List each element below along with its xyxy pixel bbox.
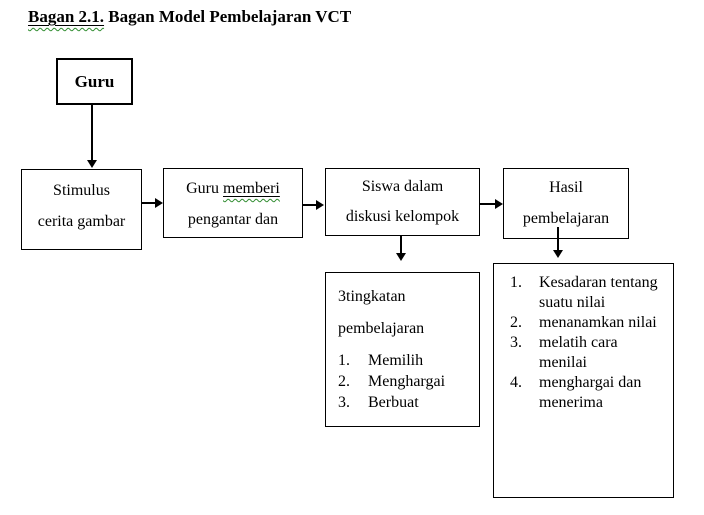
arrow-shaft [303,204,316,206]
node-tingkatan-heading-line2: pembelajaran [338,320,425,337]
hasil-list: Kesadaran tentang suatu nilai menanamkan… [510,273,665,413]
list-item: menanamkan nilai [510,313,657,333]
arrow-head-down-icon [396,253,406,261]
node-stimulus-line2: cerita gambar [37,213,126,230]
list-item: Menghargai [338,371,446,392]
title-rest: Bagan Model Pembelajaran VCT [104,7,352,26]
arrow-head-right-icon [316,200,324,210]
node-pengantar: Guru memberi pengantar dan [163,168,303,238]
arrow-shaft [400,236,402,254]
node-pengantar-underlined-word: memberi [223,180,280,197]
page-title: Bagan 2.1. Bagan Model Pembelajaran VCT [28,7,351,27]
node-stimulus-line1: Stimulus [53,182,110,199]
list-item: Berbuat [338,392,419,413]
node-hasil-line1: Hasil [549,179,583,196]
node-diskusi-line2: diskusi kelompok [345,208,460,225]
title-numbered-prefix: Bagan 2.1. [28,7,105,26]
tingkatan-list: Memilih Menghargai Berbuat [338,350,475,413]
arrow-head-right-icon [495,199,503,209]
node-tingkatan: 3tingkatan pembelajaran Memilih Mengharg… [325,272,480,427]
arrow-shaft [557,227,559,251]
node-hasil-line2: pembelajaran [522,210,610,227]
node-tingkatan-heading-line1: 3tingkatan [338,288,406,305]
arrow-shaft [480,203,495,205]
list-item: Kesadaran tentang suatu nilai [510,273,658,311]
arrow-head-right-icon [155,198,163,208]
node-hasil-list: Kesadaran tentang suatu nilai menanamkan… [493,263,674,498]
node-pengantar-line1: Guru memberi [164,173,302,204]
node-diskusi-line1: Siswa dalam [361,178,444,195]
node-pengantar-line1-pre: Guru [186,180,223,197]
node-stimulus: Stimulus cerita gambar [21,169,142,250]
node-guru: Guru [56,58,133,105]
list-item: Memilih [338,350,424,371]
node-tingkatan-heading: 3tingkatan pembelajaran [338,281,475,345]
arrow-shaft [142,202,156,204]
node-diskusi: Siswa dalam diskusi kelompok [325,168,480,236]
list-item: menghargai dan menerima [510,373,642,411]
node-guru-label: Guru [74,71,115,91]
list-item: melatih cara menilai [510,333,618,371]
node-pengantar-line2: pengantar dan [187,211,279,228]
arrow-shaft [91,104,93,162]
node-hasil: Hasil pembelajaran [503,168,629,239]
arrow-head-down-icon [87,160,97,168]
arrow-head-down-icon [553,250,563,258]
